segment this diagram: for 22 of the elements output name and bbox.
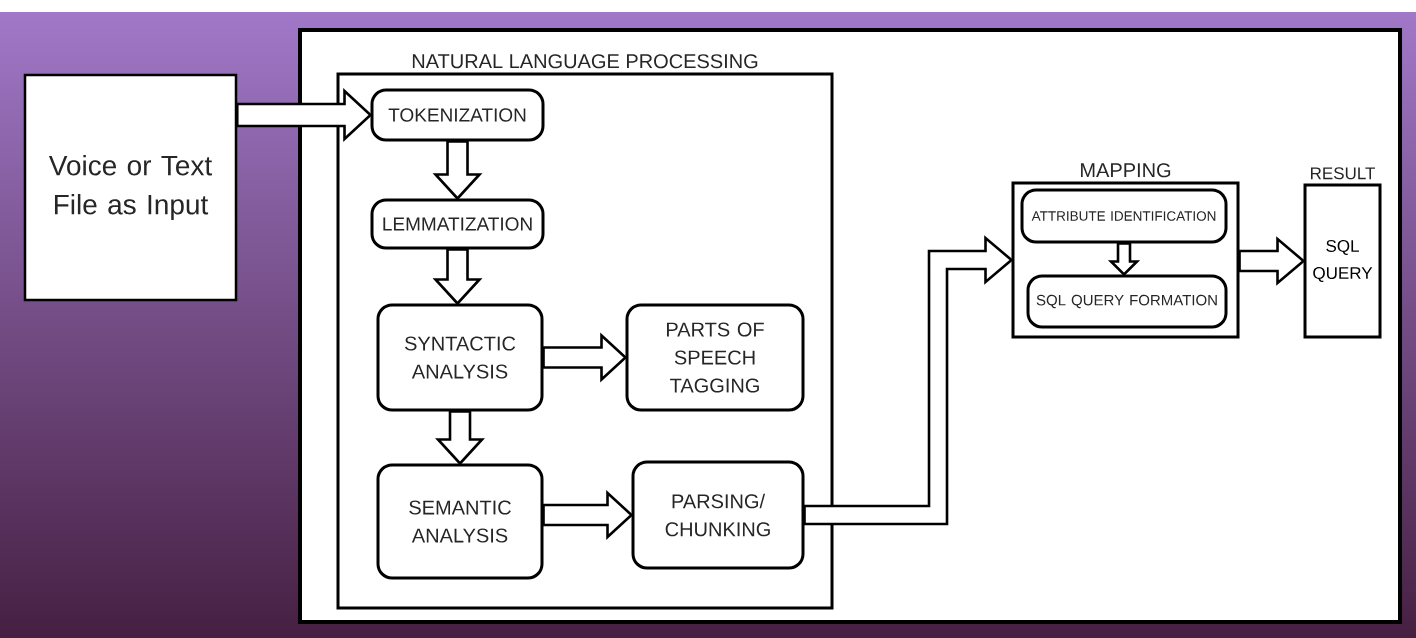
process-box: PARSING/ CHUNKING — [631, 460, 805, 570]
process-box: SYNTACTIC ANALYSIS — [376, 303, 544, 412]
process-box: SEMANTIC ANALYSIS — [376, 463, 544, 580]
block-arrow — [542, 490, 634, 540]
process-box: SQL QUERY FORMATION — [1026, 274, 1228, 329]
block-arrow — [542, 332, 628, 383]
block-arrow — [432, 140, 483, 201]
box-heading: MAPPING — [1081, 163, 1171, 178]
box-heading: NATURAL LANGUAGE PROCESSING — [412, 54, 758, 69]
block-arrow — [435, 410, 485, 466]
block-arrow — [432, 248, 483, 306]
process-box: LEMMATIZATION — [370, 198, 545, 250]
process-box: TOKENIZATION — [370, 88, 545, 142]
block-arrow — [1107, 242, 1141, 277]
input-box: Voice or Text File as Input — [23, 73, 238, 302]
box-heading: RESULT — [1311, 167, 1375, 180]
block-arrow — [1238, 236, 1306, 286]
process-box: ATTRIBUTE IDENTIFICATION — [1020, 188, 1228, 244]
block-arrow — [235, 88, 373, 142]
block-arrow — [803, 235, 1014, 526]
process-box: PARTS OF SPEECH TAGGING — [625, 303, 805, 412]
result-box: SQL QUERY — [1303, 183, 1382, 339]
